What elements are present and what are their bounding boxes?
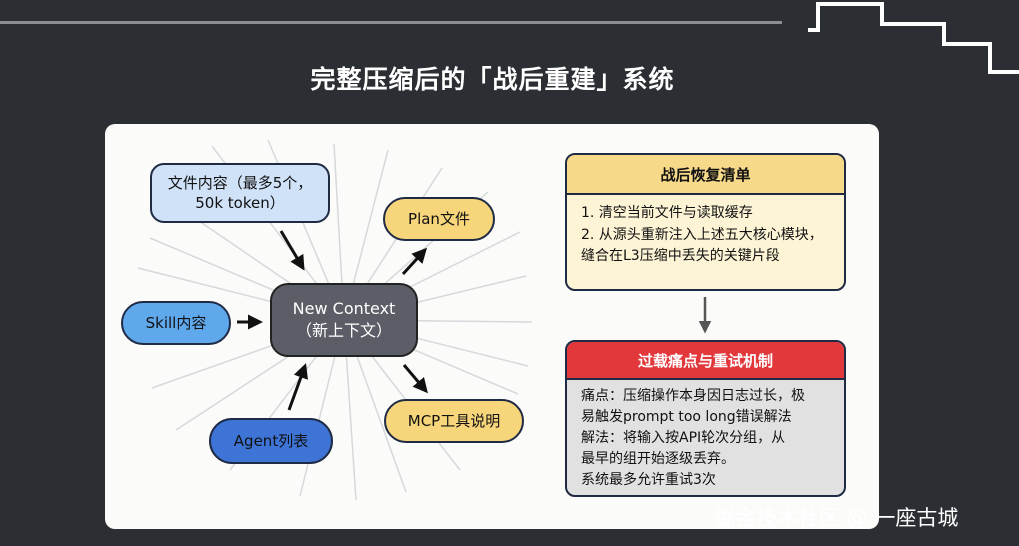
checklist-heading: 战后恢复清单 <box>567 155 844 195</box>
stairs-decoration <box>808 2 1019 74</box>
page-title: 完整压缩后的「战后重建」系统 <box>310 65 675 94</box>
skill-content-node: Skill内容 <box>121 301 231 345</box>
file-content-node: 文件内容（最多5个， 50k token） <box>150 163 330 223</box>
watermark: 掘金技术社区 @ 一座古城 <box>714 506 959 530</box>
file-content-line-2: 50k token） <box>195 194 285 212</box>
retry-line-1: 痛点：压缩操作本身因日志过长，极 <box>581 388 805 404</box>
agent-list-node: Agent列表 <box>209 418 333 464</box>
center-line-1: New Context <box>292 299 396 319</box>
retry-body: 痛点：压缩操作本身因日志过长，极 易触发prompt too long错误解法 … <box>567 380 844 491</box>
recovery-checklist-panel: 战后恢复清单 1. 清空当前文件与读取缓存 2. 从源头重新注入上述五大核心模块… <box>565 153 846 291</box>
new-context-node: New Context （新上下文） <box>270 283 418 357</box>
plan-file-node: Plan文件 <box>383 197 495 241</box>
checklist-line-3: 缝合在L3压缩中丢失的关键片段 <box>581 248 780 265</box>
retry-line-4: 最早的组开始逐级丢弃。 <box>581 451 735 467</box>
file-content-line-1: 文件内容（最多5个， <box>167 173 313 192</box>
mcp-docs-node: MCP工具说明 <box>384 399 524 443</box>
flow-arrows <box>237 230 428 411</box>
checklist-line-1: 1. 清空当前文件与读取缓存 <box>581 205 753 221</box>
retry-mechanism-panel: 过载痛点与重试机制 痛点：压缩操作本身因日志过长，极 易触发prompt too… <box>565 340 846 497</box>
checklist-line-2: 2. 从源头重新注入上述五大核心模块， <box>581 226 823 243</box>
retry-line-5: 系统最多允许重试3次 <box>581 472 716 488</box>
center-line-2: （新上下文） <box>295 321 392 340</box>
retry-heading: 过载痛点与重试机制 <box>567 342 844 380</box>
checklist-body: 1. 清空当前文件与读取缓存 2. 从源头重新注入上述五大核心模块， 缝合在L3… <box>567 195 844 268</box>
top-divider-line <box>0 21 782 24</box>
retry-line-3: 解法：将输入按API轮次分组，从 <box>581 430 786 446</box>
retry-line-2: 易触发prompt too long错误解法 <box>581 409 792 425</box>
